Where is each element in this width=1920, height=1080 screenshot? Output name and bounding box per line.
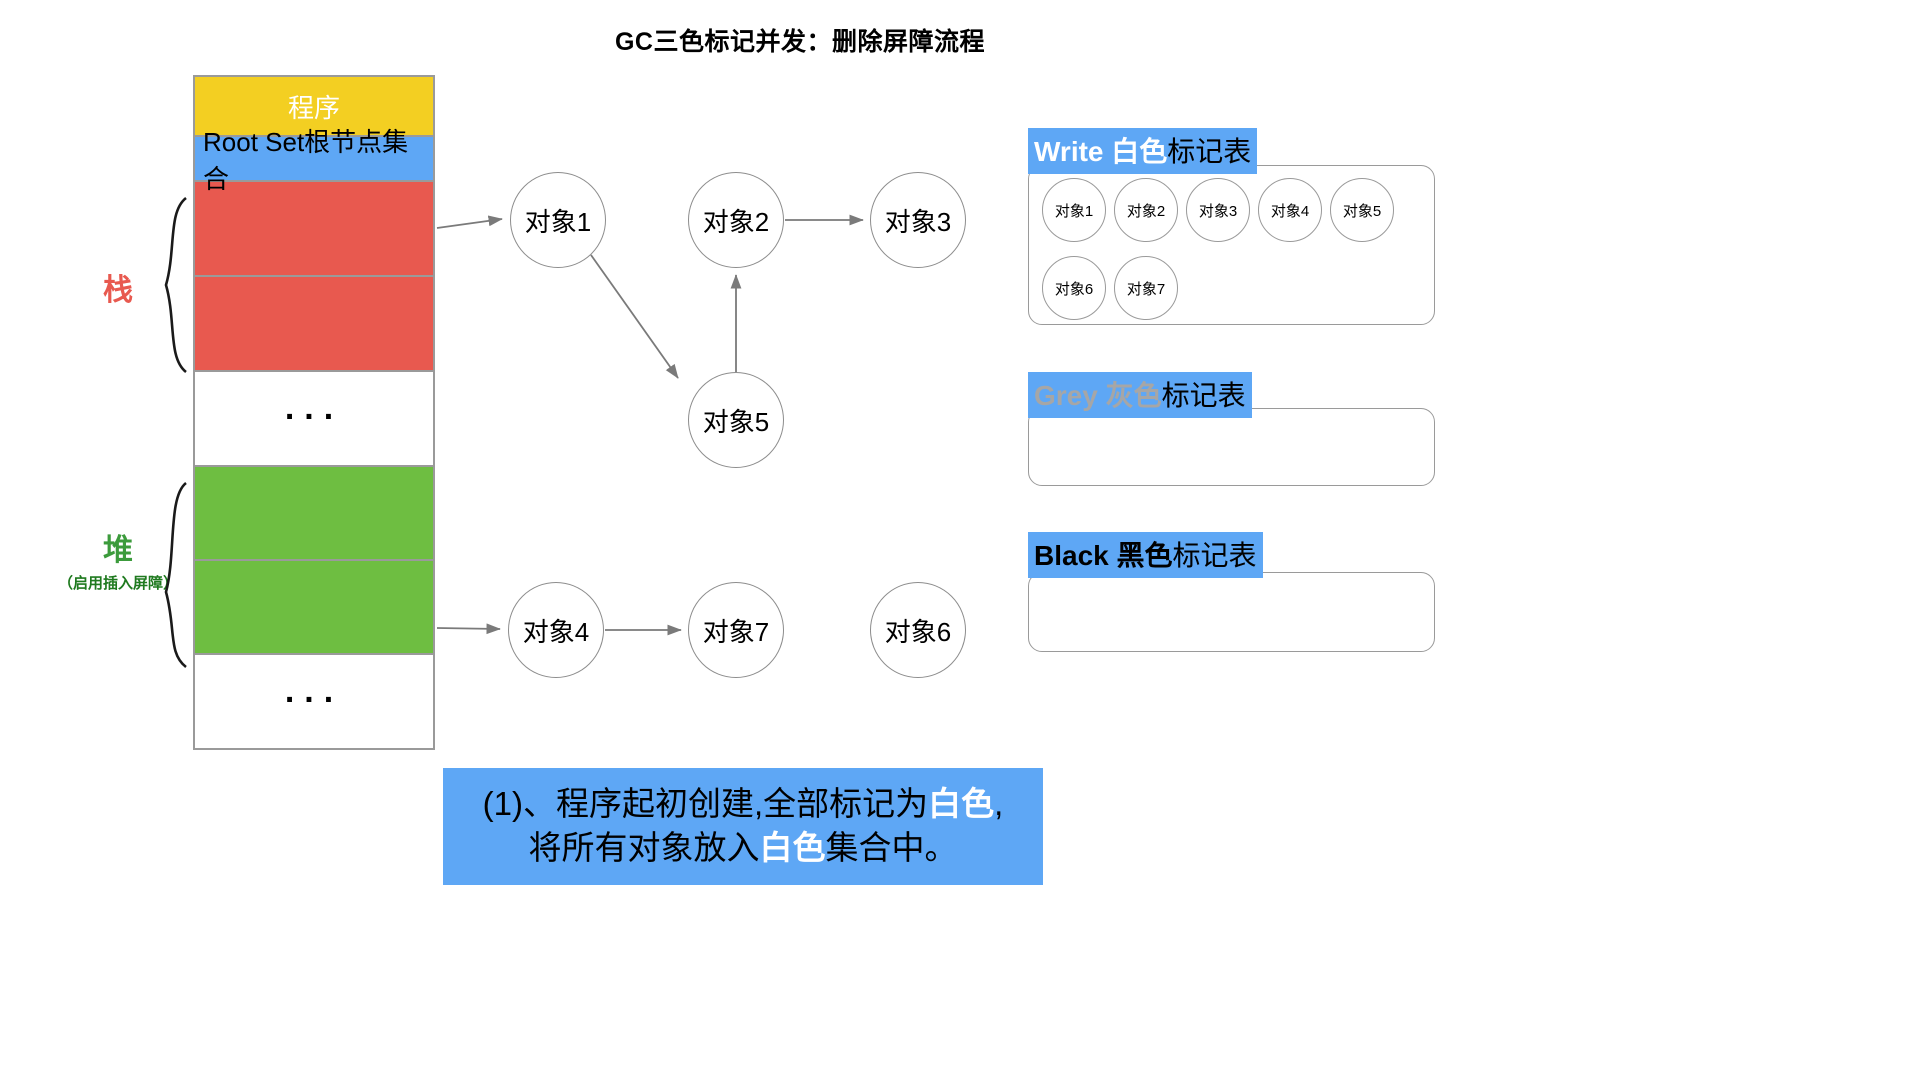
heap-ellipsis-cell: ... [193,655,435,750]
mark-chip-label: 对象2 [1126,202,1166,220]
graph-node-label: 对象3 [884,206,952,237]
mark-chip[interactable]: 对象5 [1330,178,1394,242]
mark-chip[interactable]: 对象1 [1042,178,1106,242]
graph-node-label: 对象2 [702,206,770,237]
mark-chip-label: 对象3 [1198,202,1238,220]
heap-block-1 [193,467,435,561]
caption-line1-tail: , [994,785,1004,822]
grey-table-header-color: 灰色 [1097,380,1162,411]
program-cell: 程序 [193,75,435,137]
graph-node-obj1[interactable]: 对象1 [510,172,606,268]
mark-chip[interactable]: 对象7 [1114,256,1178,320]
caption-line1-highlight: 白色 [928,785,995,822]
black-mark-table-header: Black 黑色标记表 [1028,532,1263,578]
grey-mark-table-box [1028,408,1435,486]
graph-node-obj5[interactable]: 对象5 [688,372,784,468]
caption-line2-tail: 集合中。 [825,828,958,866]
step-caption: (1)、程序起初创建,全部标记为白色, 将所有对象放入白色集合中。 [443,768,1043,886]
stack-block-1 [193,182,435,277]
white-mark-table-items: 对象1 对象2 对象3 对象4 对象5 对象6 对象7 [1028,168,1435,324]
graph-node-obj2[interactable]: 对象2 [688,172,784,268]
white-mark-table-header: Write 白色标记表 [1028,128,1258,174]
mark-chip-label: 对象6 [1054,280,1094,298]
stack-ellipsis-cell: ... [193,372,435,467]
caption-line1-text: (1)、程序起初创建,全部标记为 [482,785,929,822]
black-mark-table-box [1028,572,1435,652]
black-table-header-color: 黑色 [1108,540,1173,571]
grey-table-header-suffix: 标记表 [1161,380,1246,411]
mark-chip-label: 对象7 [1126,280,1166,298]
ellipsis-label: ... [284,389,344,427]
graph-node-label: 对象6 [884,616,952,647]
heap-sublabel: （启用插入屏障） [57,575,178,592]
caption-line2-text: 将所有对象放入 [528,828,760,866]
white-table-header-color: 白色 [1103,136,1168,167]
black-table-header-suffix: 标记表 [1172,540,1257,571]
graph-node-label: 对象7 [702,616,770,647]
grey-mark-table-header: Grey 灰色标记表 [1028,372,1252,418]
mark-chip-label: 对象5 [1342,202,1382,220]
mark-chip[interactable]: 对象3 [1186,178,1250,242]
mark-chip[interactable]: 对象4 [1258,178,1322,242]
graph-node-label: 对象4 [522,616,590,647]
stack-brace-icon [164,196,187,374]
graph-node-obj3[interactable]: 对象3 [870,172,966,268]
page-title: GC三色标记并发：删除屏障流程 [614,28,985,56]
graph-node-obj6[interactable]: 对象6 [870,582,966,678]
root-set-label: Root Set根节点集合 [203,126,409,194]
edge-root-to-obj4 [436,623,501,635]
program-label: 程序 [287,92,340,123]
ellipsis-label: ... [284,672,344,710]
white-table-header-en: Write [1034,136,1104,167]
graph-node-label: 对象1 [524,206,592,237]
memory-column: 程序 Root Set根节点集合 ... ... [193,75,435,750]
black-table-header-en: Black [1034,540,1109,571]
mark-chip[interactable]: 对象6 [1042,256,1106,320]
graph-node-obj4[interactable]: 对象4 [508,582,604,678]
stack-block-2 [193,277,435,372]
mark-chip-label: 对象1 [1054,202,1094,220]
heap-label: 堆 [103,534,133,567]
graph-node-label: 对象5 [702,406,770,437]
mark-chip[interactable]: 对象2 [1114,178,1178,242]
white-table-header-suffix: 标记表 [1167,136,1252,167]
caption-line-1: (1)、程序起初创建,全部标记为白色, [449,782,1037,826]
grey-table-header-en: Grey [1034,380,1098,411]
mark-chip-label: 对象4 [1270,202,1310,220]
heap-block-2 [193,561,435,655]
caption-line2-highlight: 白色 [759,828,826,866]
edge-obj1-to-obj5 [590,254,679,379]
graph-node-obj7[interactable]: 对象7 [688,582,784,678]
edge-root-to-obj1 [436,215,503,229]
caption-line-2: 将所有对象放入白色集合中。 [449,826,1037,870]
stack-label: 栈 [103,274,133,307]
root-set-cell: Root Set根节点集合 [193,127,435,194]
